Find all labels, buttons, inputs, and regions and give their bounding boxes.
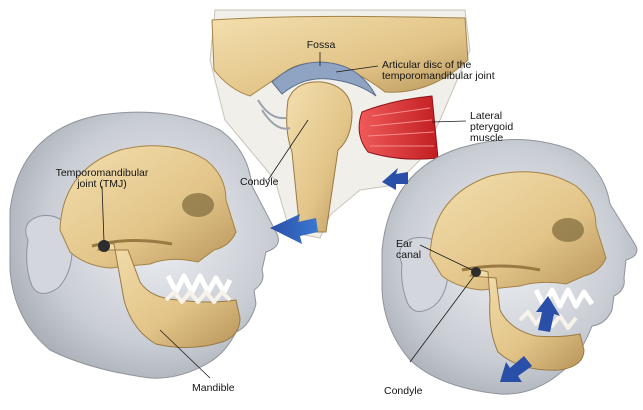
label-articular-disc-line2: temporomandibular joint: [382, 70, 495, 82]
right-head: [381, 138, 638, 395]
label-ear-canal-line2: canal: [396, 249, 422, 261]
label-condyle-top: Condyle: [240, 176, 279, 188]
label-lateral-pterygoid-line2: pterygoid: [470, 121, 514, 133]
label-ear-canal-line1: Ear: [396, 238, 413, 250]
leader-lines: [101, 52, 475, 379]
label-tmj-line2: joint (TMJ): [77, 178, 127, 190]
label-tmj-line1: Temporomandibular: [55, 167, 149, 179]
label-fossa: Fossa: [306, 39, 336, 51]
label-lateral-pterygoid-line1: Lateral: [470, 110, 503, 122]
label-articular-disc-line1: Articular disc of the: [382, 59, 472, 71]
motion-arrow-icon: [270, 168, 560, 382]
left-head: [9, 111, 279, 379]
label-condyle-bottom: Condyle: [384, 385, 423, 397]
label-mandible: Mandible: [192, 382, 235, 394]
label-lateral-pterygoid-line3: muscle: [470, 132, 504, 144]
joint-closeup: [209, 9, 471, 239]
